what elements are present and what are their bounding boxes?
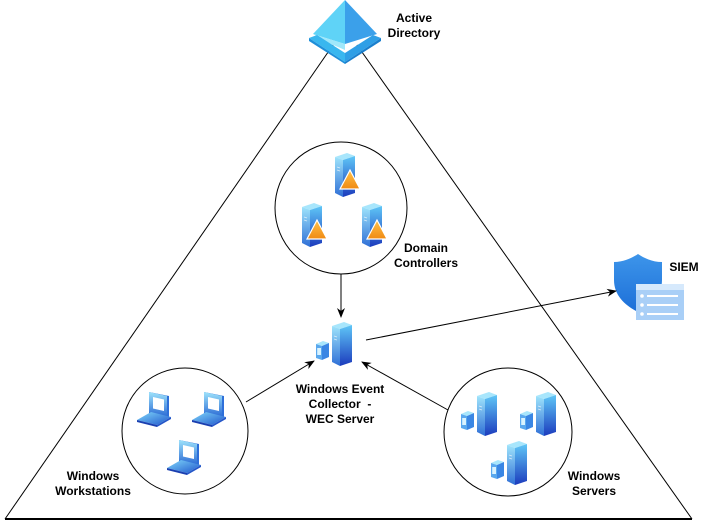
- servers-label: Windows Servers: [560, 469, 628, 499]
- label-line: Workstations: [55, 484, 131, 498]
- server-icon[interactable]: [461, 392, 497, 436]
- workstations-group[interactable]: [121, 367, 249, 495]
- domain-controller-server-icon[interactable]: [302, 203, 327, 247]
- laptop-icon[interactable]: [192, 392, 226, 427]
- laptop-icon[interactable]: [167, 440, 201, 475]
- label-line: Directory: [387, 26, 441, 40]
- triangle-left-edge: [4, 44, 334, 520]
- label-line: Windows: [567, 469, 621, 483]
- label-line: WEC Server: [305, 412, 375, 426]
- label-line: Windows Event: [295, 382, 385, 396]
- label-line: Active: [395, 11, 433, 25]
- wec-server-icon[interactable]: [316, 322, 352, 366]
- label-line: Domain: [403, 241, 448, 255]
- label-line: Servers: [571, 484, 617, 498]
- domain-controller-server-icon[interactable]: [335, 153, 360, 197]
- domain-controllers-label: Domain Controllers: [386, 241, 466, 271]
- workstations-label: Windows Workstations: [53, 469, 133, 499]
- server-icon[interactable]: [491, 441, 527, 485]
- label-line: SIEM: [669, 260, 699, 274]
- siem-label: SIEM: [664, 260, 704, 275]
- label-line: Windows: [66, 469, 120, 483]
- shield-list-icon[interactable]: [614, 254, 684, 320]
- servers-group[interactable]: [443, 367, 573, 497]
- label-line: Controllers: [393, 256, 458, 270]
- wec-server-label: Windows Event Collector - WEC Server: [290, 382, 390, 427]
- domain-controller-server-icon[interactable]: [362, 203, 387, 247]
- label-line: Collector -: [308, 397, 372, 411]
- server-icon[interactable]: [520, 392, 556, 436]
- edge-servers-to-wec: [361, 361, 449, 411]
- laptop-icon[interactable]: [137, 392, 171, 427]
- active-directory-label: Active Directory: [384, 11, 444, 41]
- edge-workstations-to-wec: [245, 360, 315, 403]
- edge-wec-to-siem: [365, 288, 617, 341]
- azure-active-directory-icon[interactable]: [309, 0, 381, 64]
- triangle-right-edge: [356, 44, 693, 520]
